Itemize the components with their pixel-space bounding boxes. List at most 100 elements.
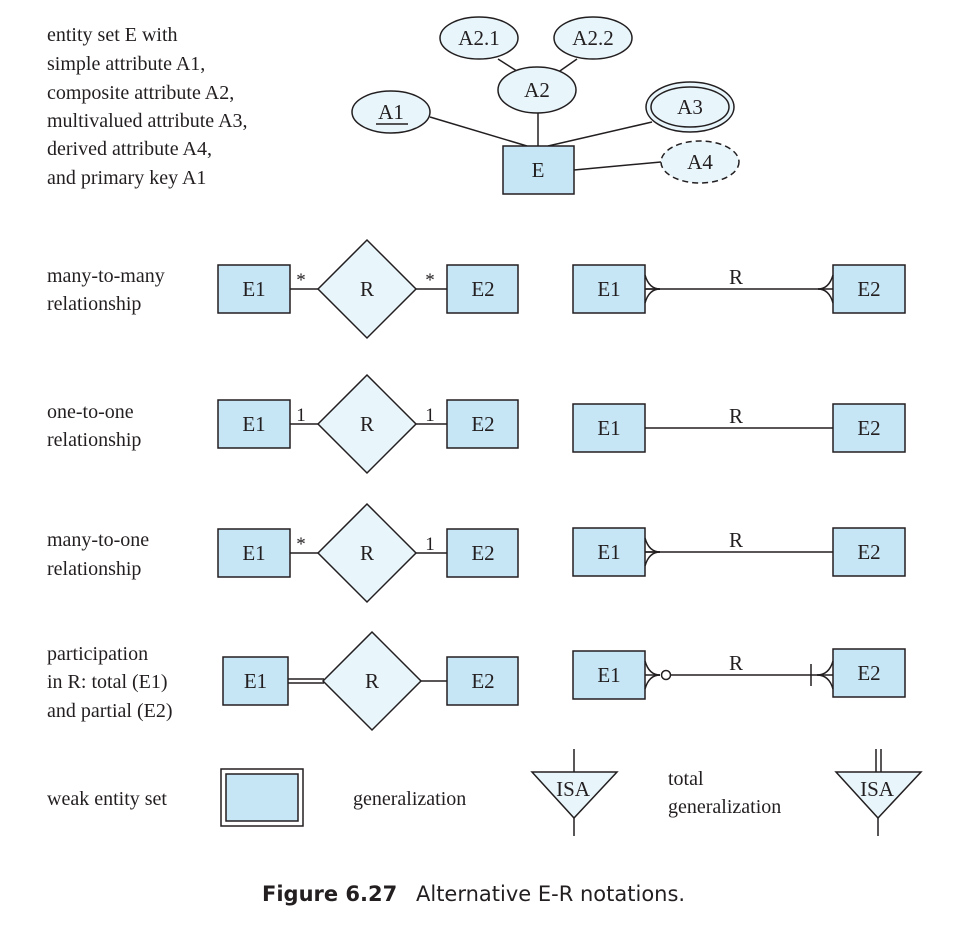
- svg-text:R: R: [365, 669, 379, 693]
- cardinality-right: *: [425, 270, 435, 291]
- crows-foot-participation: E1 E2 R: [572, 648, 906, 700]
- weak-entity-label: weak entity set: [47, 788, 167, 810]
- row-label-line: relationship: [47, 429, 141, 451]
- desc-line-4: multivalued attribute A3,: [47, 110, 248, 132]
- entity-e1: E1: [572, 650, 646, 700]
- crow-relationship-label: R: [729, 404, 743, 428]
- crows-foot-one-to-one: E1 E2 R: [572, 403, 906, 453]
- svg-text:A2.1: A2.1: [458, 26, 499, 50]
- svg-text:R: R: [360, 541, 374, 565]
- key-attribute-a1: A1: [351, 90, 431, 134]
- row-label-line: many-to-one: [47, 529, 149, 551]
- caption-text: Alternative E-R notations.: [416, 882, 685, 906]
- derived-attribute-a4: A4: [660, 140, 740, 184]
- total-generalization-legend: total generalization ISA: [668, 749, 923, 836]
- cardinality-right: 1: [425, 405, 435, 426]
- entity-e1: E1: [217, 528, 291, 578]
- relationship-r: R: [321, 630, 423, 732]
- svg-text:E2: E2: [857, 661, 880, 685]
- optional-circle-icon: [660, 669, 672, 681]
- edge-a22-a2: [556, 58, 578, 74]
- crow-relationship-label: R: [729, 528, 743, 552]
- attribute-a21: A2.1: [439, 16, 519, 60]
- crows-foot-many-icon: [644, 537, 661, 567]
- cardinality-left: 1: [296, 405, 306, 426]
- svg-text:E2: E2: [471, 277, 494, 301]
- relationship-r: R: [316, 373, 418, 475]
- total-isa-label: ISA: [860, 777, 895, 801]
- svg-text:E1: E1: [597, 540, 620, 564]
- crows-foot-many-icon: [816, 660, 834, 690]
- row-participation: participation in R: total (E1) and partial…: [47, 630, 906, 732]
- generalization-label: generalization: [353, 788, 466, 810]
- crows-foot-many-icon: [644, 274, 661, 304]
- row-label-line: in R: total (E1): [47, 671, 168, 693]
- svg-text:A2.2: A2.2: [572, 26, 613, 50]
- svg-text:E2: E2: [857, 540, 880, 564]
- total-generalization-label-2: generalization: [668, 796, 781, 818]
- svg-text:A4: A4: [687, 150, 713, 174]
- entity-e2: E2: [446, 528, 519, 578]
- crows-foot-many-icon: [817, 274, 834, 304]
- cardinality-right: 1: [425, 534, 435, 555]
- entity-set-description: entity set E with simple attribute A1, c…: [47, 24, 248, 189]
- isa-label: ISA: [556, 777, 591, 801]
- row-label-line: participation: [47, 643, 148, 665]
- svg-text:A1: A1: [378, 100, 404, 124]
- entity-e2: E2: [446, 399, 519, 449]
- svg-text:E1: E1: [242, 541, 265, 565]
- desc-line-2: simple attribute A1,: [47, 53, 205, 75]
- cardinality-left: *: [296, 534, 306, 555]
- figure-caption: Figure 6.27 Alternative E-R notations.: [262, 882, 685, 906]
- svg-text:R: R: [360, 277, 374, 301]
- row-label-line: one-to-one: [47, 401, 134, 423]
- total-generalization-label-1: total: [668, 768, 704, 790]
- row-many-to-one: many-to-one relationship E1 R E2 * 1 E1 E2 R: [47, 502, 906, 604]
- entity-e1: E1: [217, 264, 291, 314]
- cardinality-left: *: [296, 270, 306, 291]
- svg-text:E2: E2: [471, 669, 494, 693]
- relationship-r: R: [316, 238, 418, 340]
- svg-text:E1: E1: [244, 669, 267, 693]
- svg-text:E2: E2: [857, 277, 880, 301]
- multivalued-attribute-a3: A3: [645, 81, 735, 133]
- entity-e1: E1: [572, 403, 646, 453]
- svg-text:E2: E2: [471, 541, 494, 565]
- generalization-legend: generalization ISA: [353, 749, 619, 836]
- crow-relationship-label: R: [729, 265, 743, 289]
- entity-e1: E1: [572, 527, 646, 577]
- entity-e2: E2: [832, 403, 906, 453]
- desc-line-5: derived attribute A4,: [47, 138, 212, 160]
- svg-text:A2: A2: [524, 78, 550, 102]
- entity-e1: E1: [217, 399, 291, 449]
- edge-a1-e: [429, 116, 528, 147]
- entity-e1: E1: [222, 656, 289, 706]
- crows-foot-many-to-many: E1 E2 R: [572, 264, 906, 314]
- svg-text:E2: E2: [471, 412, 494, 436]
- entity-e: E: [502, 145, 575, 195]
- svg-text:E: E: [532, 158, 545, 182]
- svg-text:E1: E1: [242, 277, 265, 301]
- entity-e2: E2: [832, 264, 906, 314]
- desc-line-6: and primary key A1: [47, 167, 206, 189]
- total-isa-triangle: ISA: [834, 749, 923, 836]
- isa-triangle: ISA: [530, 749, 619, 836]
- caption-number: Figure 6.27: [262, 882, 397, 906]
- svg-text:E1: E1: [597, 663, 620, 687]
- edge-a4-e: [573, 161, 662, 171]
- desc-line-1: entity set E with: [47, 24, 178, 46]
- weak-entity-shape: [220, 768, 304, 827]
- row-label-line: relationship: [47, 293, 141, 315]
- row-label-line: relationship: [47, 558, 141, 580]
- weak-entity-legend: weak entity set: [47, 768, 304, 827]
- crow-relationship-label: R: [729, 651, 743, 675]
- crows-foot-many-icon: [644, 660, 661, 690]
- entity-e1: E1: [572, 264, 646, 314]
- relationship-r: R: [316, 502, 418, 604]
- row-label-line: and partial (E2): [47, 700, 173, 722]
- entity-e2: E2: [832, 648, 906, 698]
- entity-e2: E2: [446, 656, 519, 706]
